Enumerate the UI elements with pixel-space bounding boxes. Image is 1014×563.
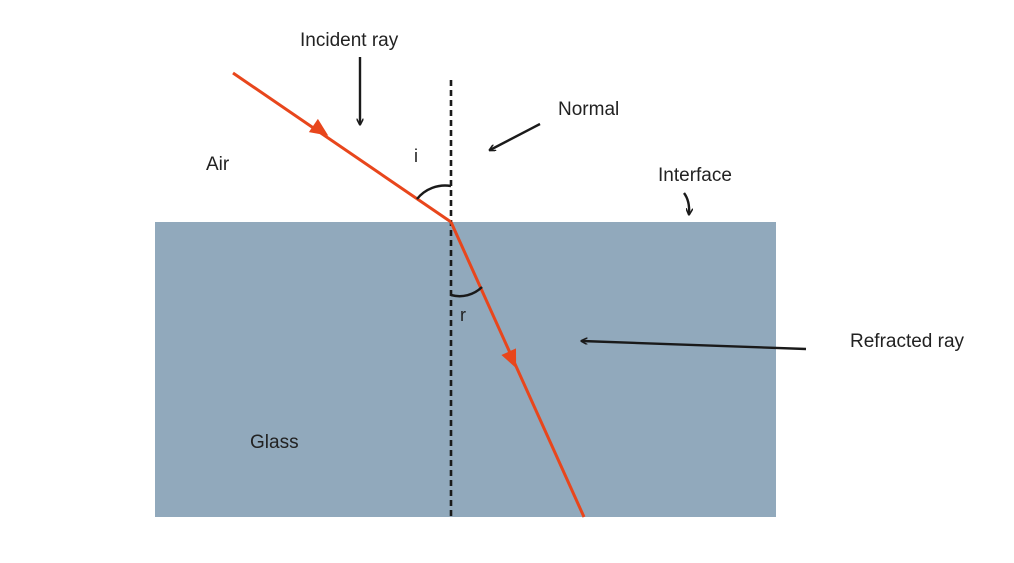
normal-pointer-arrow bbox=[490, 122, 541, 150]
glass-label: Glass bbox=[250, 432, 299, 453]
angle-i-label: i bbox=[414, 146, 418, 166]
incident-ray-label: Incident ray bbox=[300, 30, 399, 51]
angle-r-arc bbox=[450, 286, 483, 298]
air-label: Air bbox=[206, 154, 230, 175]
angle-i-arc bbox=[416, 184, 452, 200]
interface-pointer-arrow bbox=[683, 192, 689, 214]
glass-block bbox=[155, 222, 776, 517]
interface-label: Interface bbox=[658, 165, 732, 186]
incident-ray-line bbox=[232, 71, 452, 224]
refracted-ray-line bbox=[449, 221, 586, 518]
refracted-ray-label: Refracted ray bbox=[850, 331, 965, 352]
incident-ray-arrowhead bbox=[308, 118, 329, 136]
angle-r-label: r bbox=[460, 305, 466, 325]
refracted-ray-arrowhead bbox=[501, 348, 517, 369]
refracted-ray-pointer-arrow bbox=[582, 341, 807, 351]
normal-label: Normal bbox=[558, 99, 619, 120]
